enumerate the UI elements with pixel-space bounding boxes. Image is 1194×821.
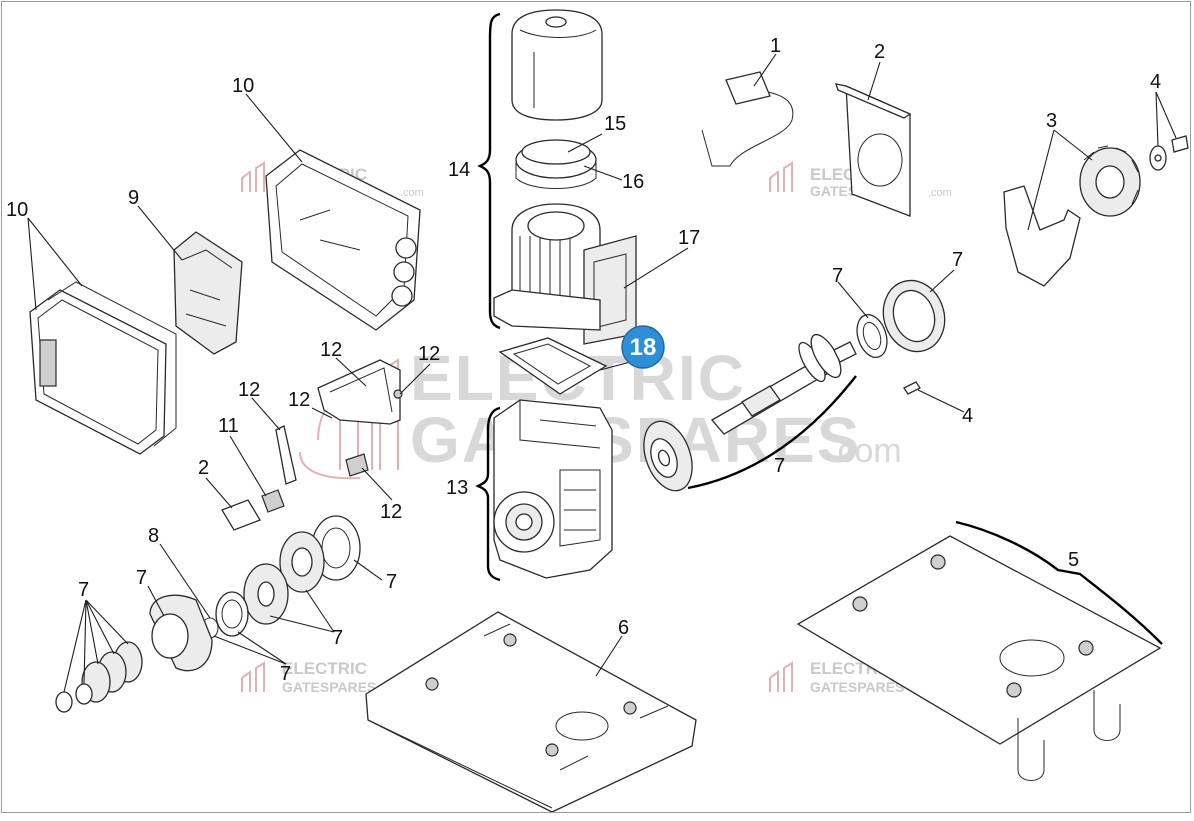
brace-shaft [687, 375, 857, 490]
callout-12: 12 [320, 339, 342, 361]
callout-17: 17 [678, 227, 700, 249]
microswitch-11 [261, 489, 285, 513]
callout-7: 7 [952, 249, 963, 271]
callout-7: 7 [280, 663, 291, 685]
worm-wheel [643, 420, 693, 492]
callout-7: 7 [386, 571, 397, 593]
mounting-bracket [835, 83, 912, 217]
callout-2: 2 [198, 457, 209, 479]
control-box-cover [29, 289, 167, 455]
callout-4: 4 [1150, 71, 1161, 93]
watermark-large-line2: GATESPARES [410, 404, 861, 476]
callout-7: 7 [832, 265, 843, 287]
clutch-housing [149, 594, 213, 672]
bolt [1171, 135, 1189, 153]
badge-label[interactable]: 18 [630, 334, 657, 361]
part-18-badge[interactable]: 18 [621, 325, 665, 369]
motor-cover [511, 9, 603, 121]
control-board [173, 231, 243, 355]
gearbox [493, 399, 613, 579]
callout-labels: 1 2 3 4 4 5 6 7 7 7 7 7 7 7 7 8 9 10 10 … [6, 35, 1161, 685]
foundation-plate [796, 535, 1162, 781]
watermark-small-logo [241, 661, 265, 692]
flange [882, 279, 946, 353]
drive-pinion [1079, 145, 1141, 217]
cover-seal [47, 281, 177, 447]
watermark-small-suffix: .com [400, 187, 424, 199]
callout-13: 13 [446, 477, 468, 499]
callout-15: 15 [604, 113, 626, 135]
cam-bracket [317, 359, 403, 425]
callout-2: 2 [874, 41, 885, 63]
brace-motor-assembly [477, 12, 501, 330]
badge-circle[interactable] [621, 325, 665, 369]
switch-plate-2 [221, 499, 261, 531]
watermark-small-line2: GATESPARES [810, 679, 904, 695]
brace-gearbox-assembly [475, 406, 501, 582]
callout-7: 7 [774, 455, 785, 477]
gasket [498, 337, 608, 395]
shaft-key [903, 381, 921, 395]
watermark-small-suffix: .com [928, 187, 952, 199]
limit-switch [701, 71, 794, 167]
callout-9: 9 [128, 187, 139, 209]
microswitch-12 [345, 453, 369, 477]
callout-8: 8 [148, 525, 159, 547]
callout-14: 14 [448, 159, 470, 181]
callout-11: 11 [218, 415, 239, 437]
callout-12: 12 [380, 501, 402, 523]
callout-12: 12 [238, 379, 260, 401]
callout-16: 16 [622, 171, 644, 193]
output-shaft [710, 333, 857, 435]
watermark-small-logo [241, 161, 265, 192]
callout-4: 4 [962, 405, 973, 427]
watermark-small-logo [769, 661, 793, 692]
callout-10: 10 [6, 199, 28, 221]
callout-6: 6 [618, 617, 629, 639]
callout-12: 12 [418, 343, 440, 365]
nuts [55, 683, 93, 713]
watermark-small-logo [769, 161, 793, 192]
pulley-large [279, 531, 325, 593]
watermark-small-line1: ELECTRIC [282, 659, 367, 678]
callout-5: 5 [1068, 549, 1079, 571]
callout-1: 1 [770, 35, 781, 57]
callout-7: 7 [332, 627, 343, 649]
callout-7: 7 [136, 567, 147, 589]
pulley-small [243, 563, 289, 625]
watermark-small-line2: GATESPARES [282, 679, 376, 695]
spring-plate [275, 425, 297, 485]
callout-12: 12 [288, 389, 310, 411]
callout-10: 10 [232, 75, 254, 97]
leader-lines [27, 53, 1177, 693]
washer [1149, 145, 1167, 171]
pinion-guard [1003, 185, 1081, 287]
motor-cap [515, 139, 597, 189]
base-plate [365, 611, 697, 813]
watermark-large-suffix: .com [828, 432, 902, 470]
callout-3: 3 [1046, 110, 1057, 132]
brace-baseplate [955, 520, 1163, 645]
spacer-ring [215, 591, 249, 637]
callout-7: 7 [78, 579, 89, 601]
control-box-housing [265, 149, 421, 331]
electric-motor [493, 203, 637, 345]
